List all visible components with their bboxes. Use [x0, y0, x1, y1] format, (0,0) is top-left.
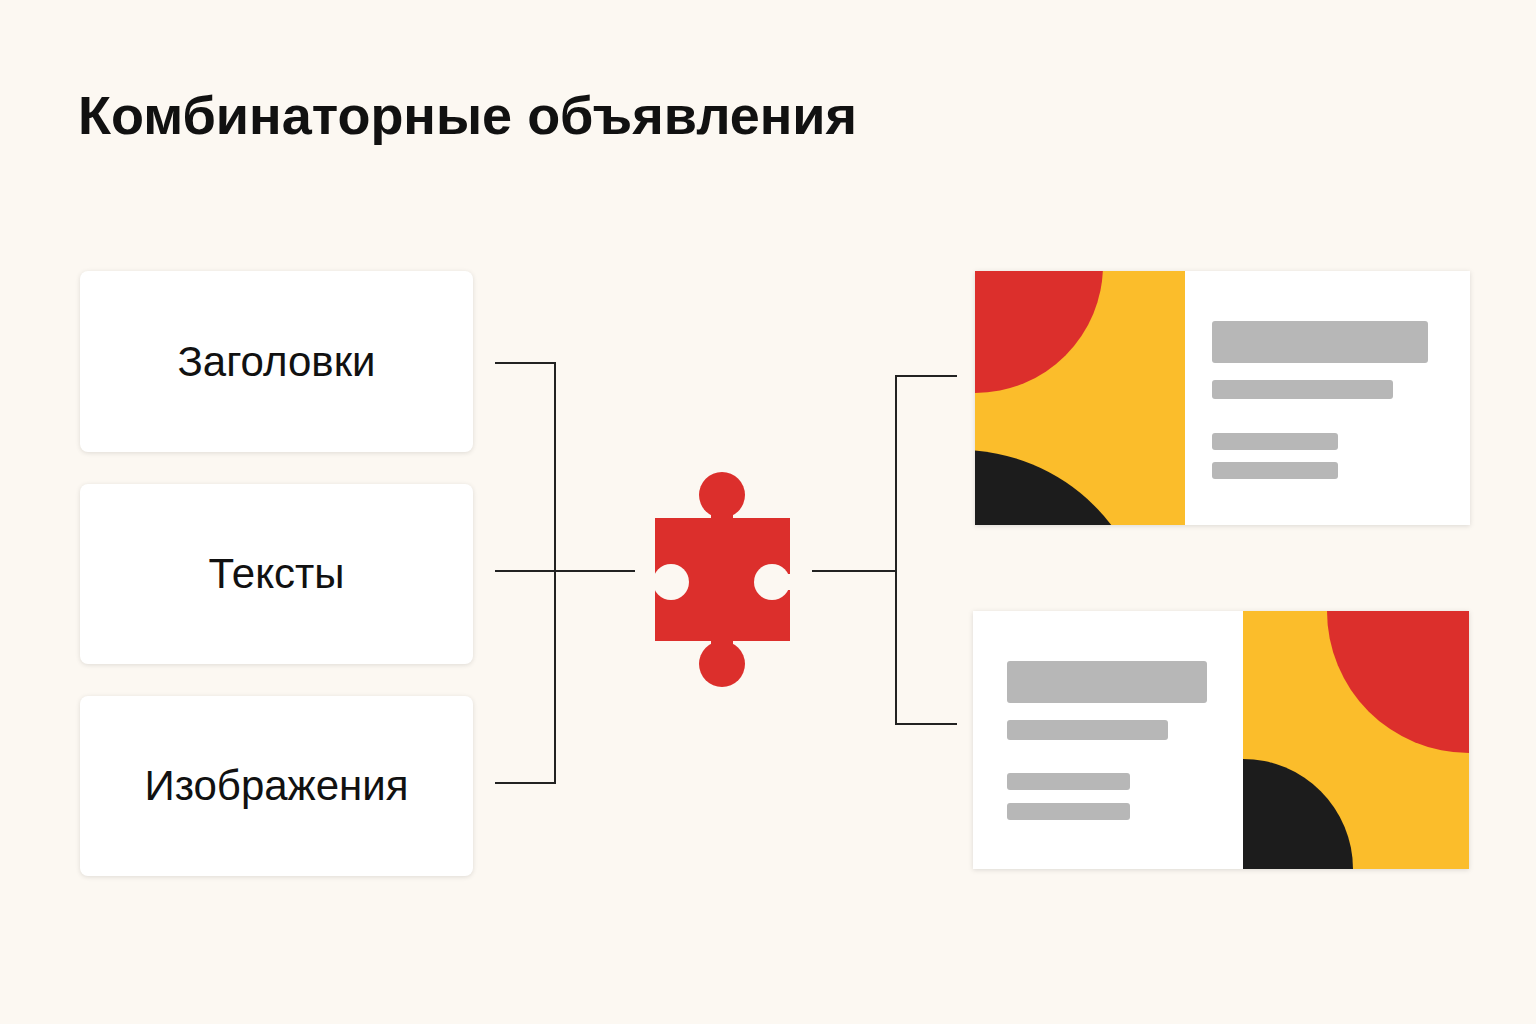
content-box: Заголовки [80, 271, 473, 452]
box-label: Заголовки [177, 338, 375, 386]
box-label: Тексты [209, 550, 345, 598]
ad-card [973, 469, 1536, 979]
diagram-title: Комбинаторные объявления [78, 84, 857, 146]
merge-lines [495, 363, 957, 783]
split-line [812, 570, 896, 572]
content-box: Изображения [80, 696, 473, 876]
box-label: Изображения [145, 762, 409, 810]
content-box: Тексты [80, 484, 473, 664]
puzzle-piece [650, 472, 795, 687]
split-bracket [896, 376, 957, 724]
merge-line [495, 570, 635, 572]
bracket-line [495, 363, 555, 783]
